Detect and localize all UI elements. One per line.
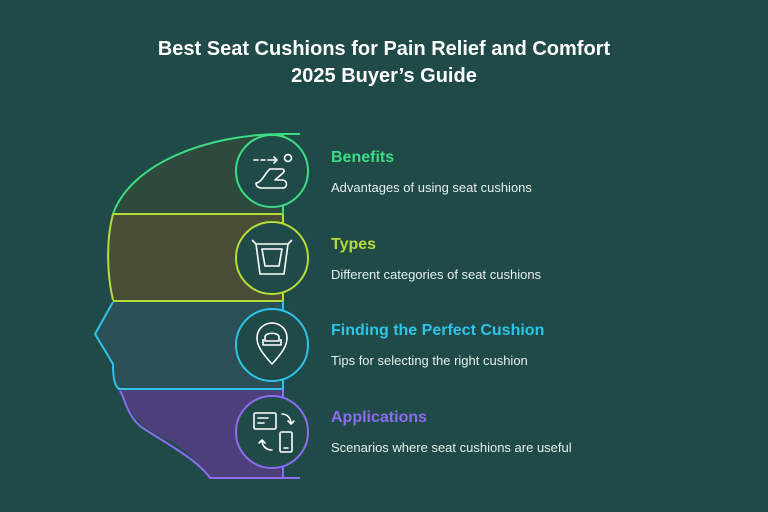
item-types: Types Different categories of seat cushi… (331, 235, 541, 283)
item-description-types: Different categories of seat cushions (331, 267, 542, 282)
icon-circle-benefits (235, 134, 309, 208)
item-applications: Applications Scenarios where seat cushio… (331, 408, 572, 456)
title-line-2: 2025 Buyer’s Guide (291, 65, 477, 87)
outline-types (107, 213, 114, 301)
item-heading-benefits: Benefits (331, 149, 395, 166)
item-description-finding: Tips for selecting the right cushion (331, 353, 528, 368)
outline-applications (119, 390, 300, 479)
item-description-applications: Scenarios where seat cushions are useful (331, 440, 572, 455)
item-finding-the-perfect-cushion: Finding the Perfect Cushion Tips for sel… (331, 321, 544, 369)
icon-circle-types (235, 221, 309, 295)
reclining-seat-icon (253, 153, 293, 189)
devices-transfer-icon (253, 412, 295, 453)
item-description-benefits: Advantages of using seat cushions (331, 180, 532, 195)
item-benefits: Benefits Advantages of using seat cushio… (331, 148, 532, 196)
page-title: Best Seat Cushions for Pain Relief and C… (0, 36, 768, 90)
icon-circle-applications (235, 395, 309, 469)
title-line-1: Best Seat Cushions for Pain Relief and C… (157, 38, 611, 60)
item-heading-finding: Finding the Perfect Cushion (331, 322, 545, 339)
armchair-location-pin-icon (256, 322, 288, 365)
item-heading-applications: Applications (331, 409, 428, 426)
item-heading-types: Types (331, 236, 377, 253)
cushion-basket-icon (251, 239, 293, 275)
